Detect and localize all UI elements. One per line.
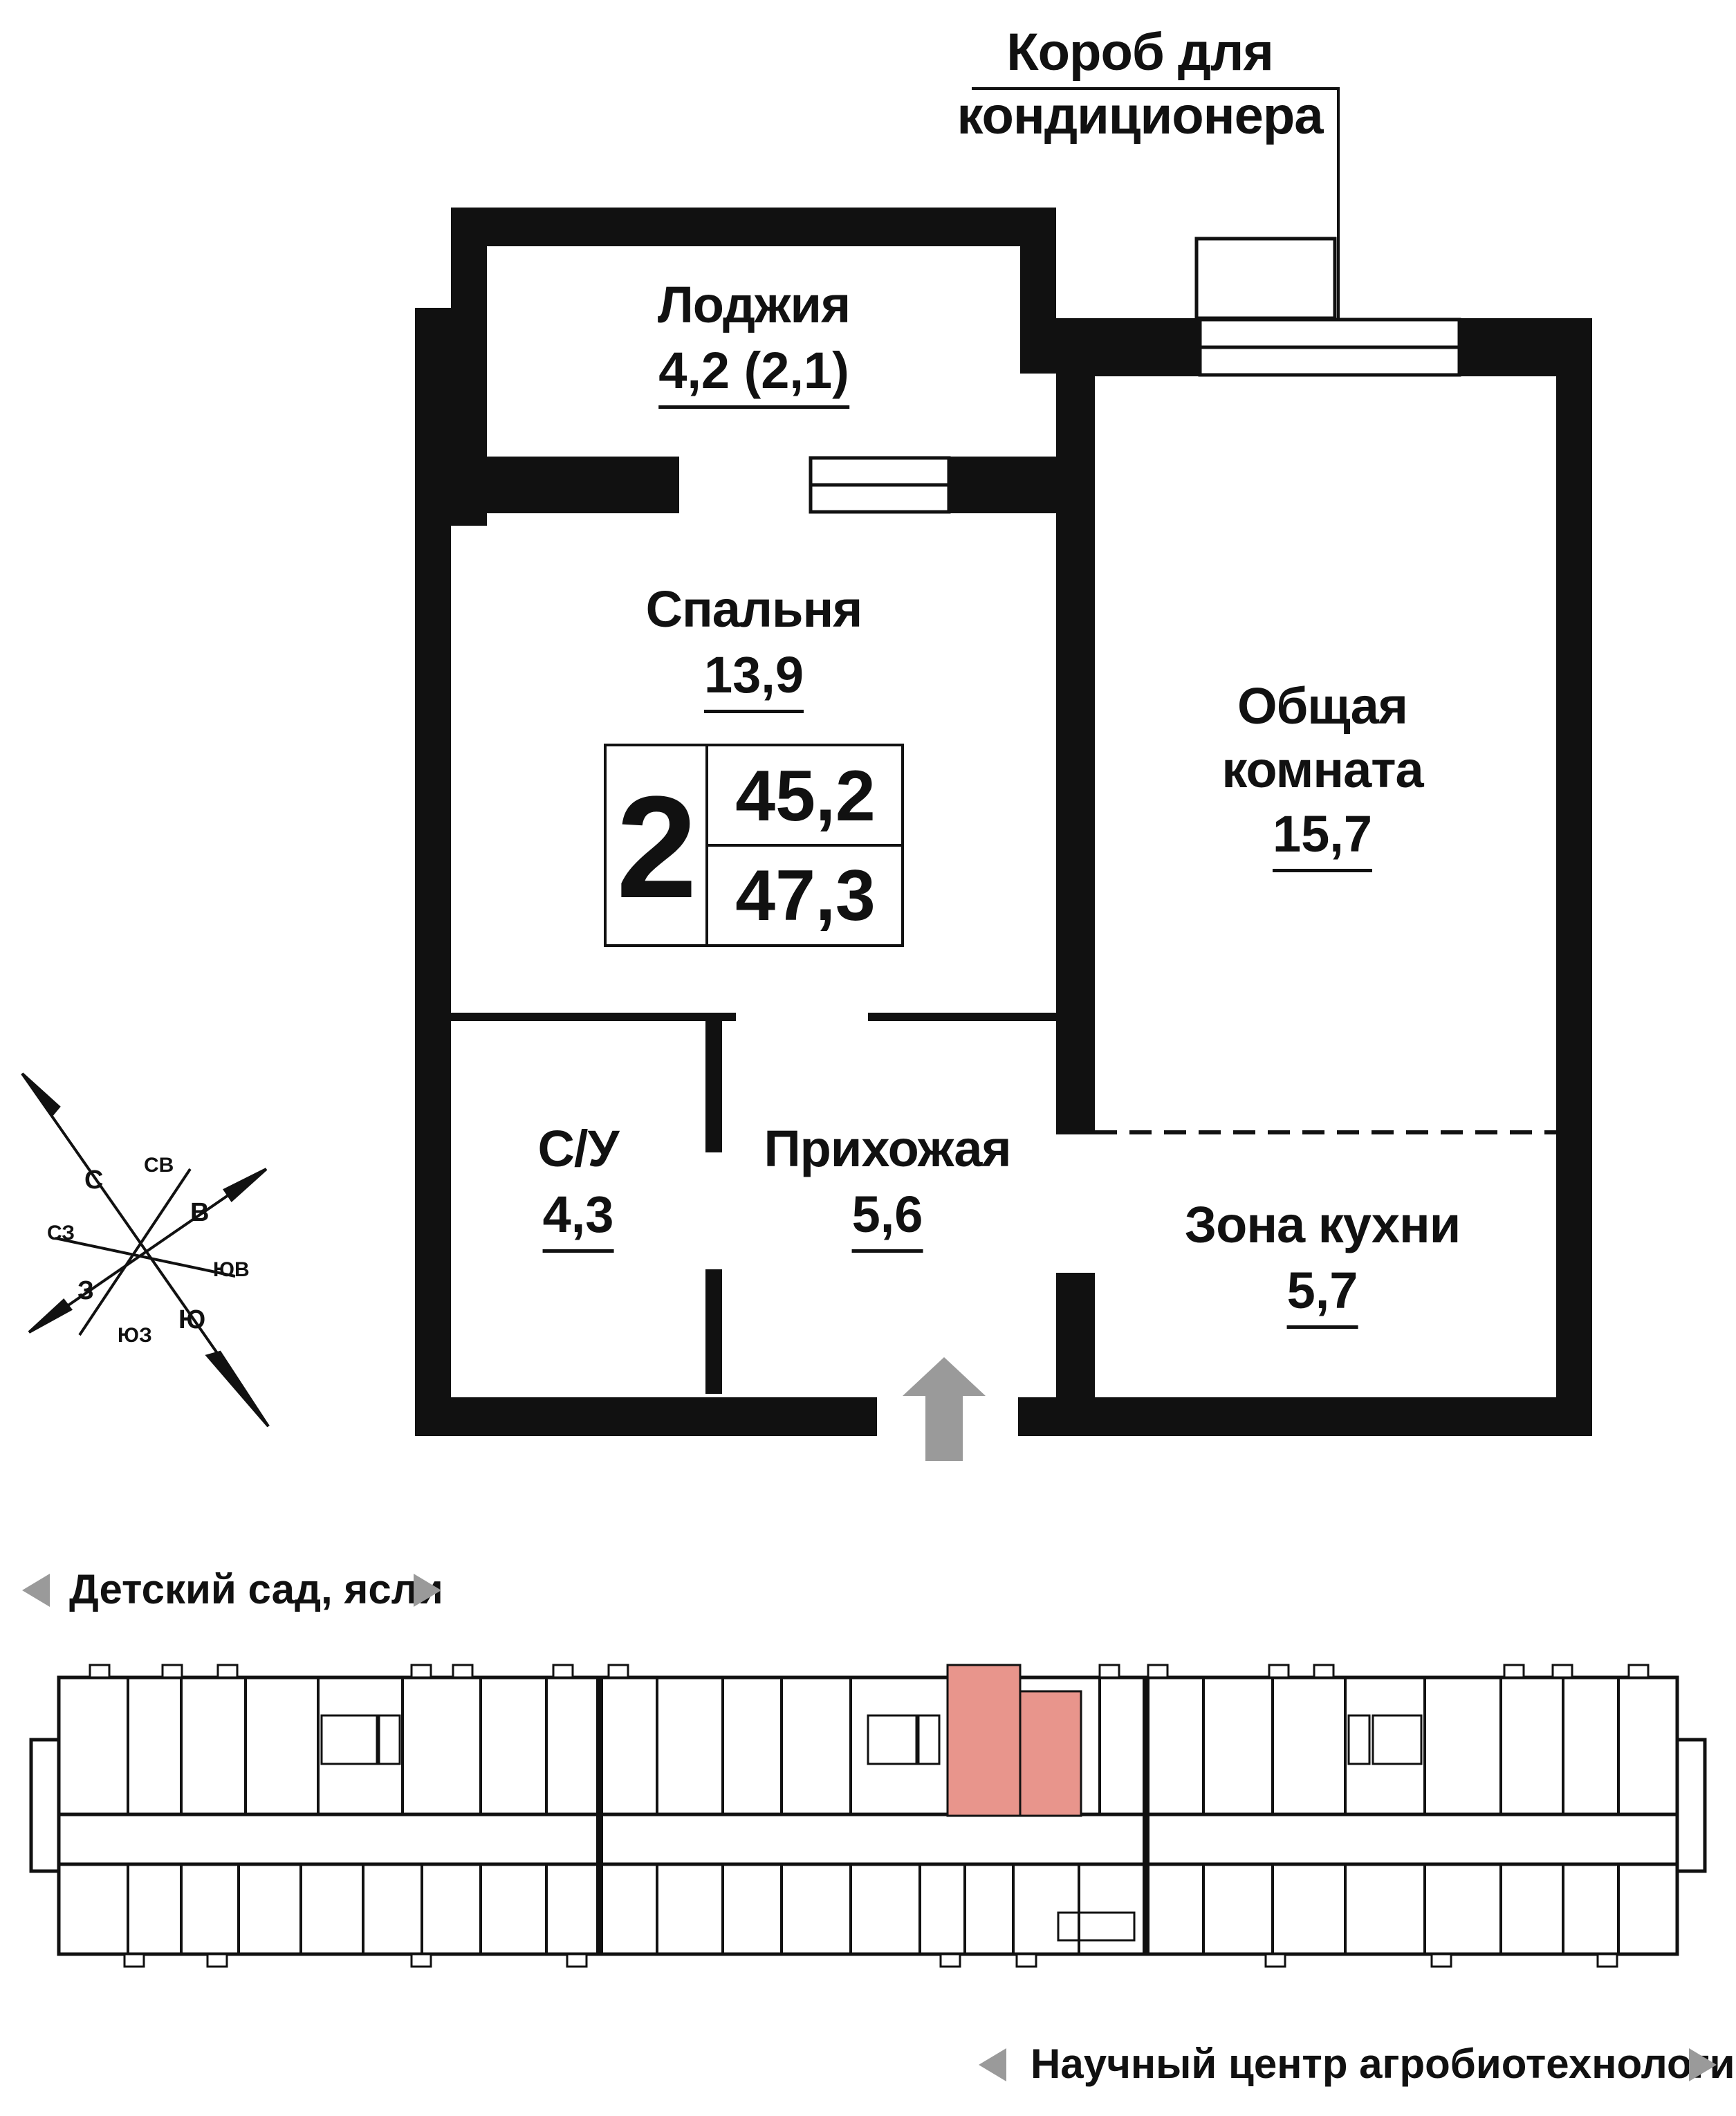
compass-n: С [84, 1166, 103, 1195]
room-bathroom-area: 4,3 [542, 1183, 614, 1253]
highlighted-apartment [946, 1664, 1082, 1817]
rooms-count: 2 [616, 765, 697, 928]
compass-e: В [190, 1198, 209, 1227]
ac-box [972, 87, 1340, 320]
room-bedroom-area: 13,9 [703, 643, 804, 713]
floor-plan: С СВ В ЮВ Ю ЮЗ З СЗ [21, 87, 1592, 1461]
apartment-info-box [604, 744, 904, 947]
room-kitchen-name: Зона кухни [1184, 1196, 1461, 1253]
room-hallway-area: 5,6 [851, 1183, 923, 1253]
compass-labels: С СВ В ЮВ Ю ЮЗ З СЗ [47, 1154, 250, 1347]
left-triangle-icon [22, 1574, 50, 1607]
entrance-arrow-icon [903, 1357, 986, 1461]
compass [21, 1072, 270, 1428]
right-triangle-icon [414, 1574, 441, 1607]
room-hallway-name: Прихожая [764, 1120, 1011, 1177]
surroundings-bottom: Научный центр агробиотехнологий [1031, 2041, 1736, 2087]
room-bedroom-name: Спальня [645, 580, 863, 638]
room-loggia-name: Лоджия [657, 276, 851, 333]
ac-box-label: Короб для кондиционера [957, 23, 1323, 145]
left-triangle-icon [979, 2048, 1006, 2081]
right-triangle-icon [1689, 2048, 1717, 2081]
compass-se: ЮВ [213, 1258, 250, 1281]
compass-sw: ЮЗ [118, 1324, 152, 1347]
total-area: 47,3 [735, 856, 876, 936]
room-bathroom-name: С/У [537, 1120, 619, 1177]
room-kitchen-area: 5,7 [1286, 1259, 1358, 1329]
windows [809, 318, 1461, 514]
room-loggia-area: 4,2 (2,1) [658, 339, 849, 409]
compass-w: З [77, 1276, 94, 1305]
compass-s: Ю [178, 1305, 205, 1334]
surroundings-top: Детский сад, ясли [69, 1566, 443, 1612]
room-living-name: Общая комната [1221, 677, 1423, 798]
plan-walls [415, 208, 1592, 1436]
compass-nw: СЗ [47, 1222, 75, 1244]
living-area: 45,2 [735, 755, 876, 836]
compass-ne: СВ [144, 1154, 174, 1177]
room-living-area: 15,7 [1272, 802, 1373, 872]
building-plan [29, 1664, 1707, 1968]
